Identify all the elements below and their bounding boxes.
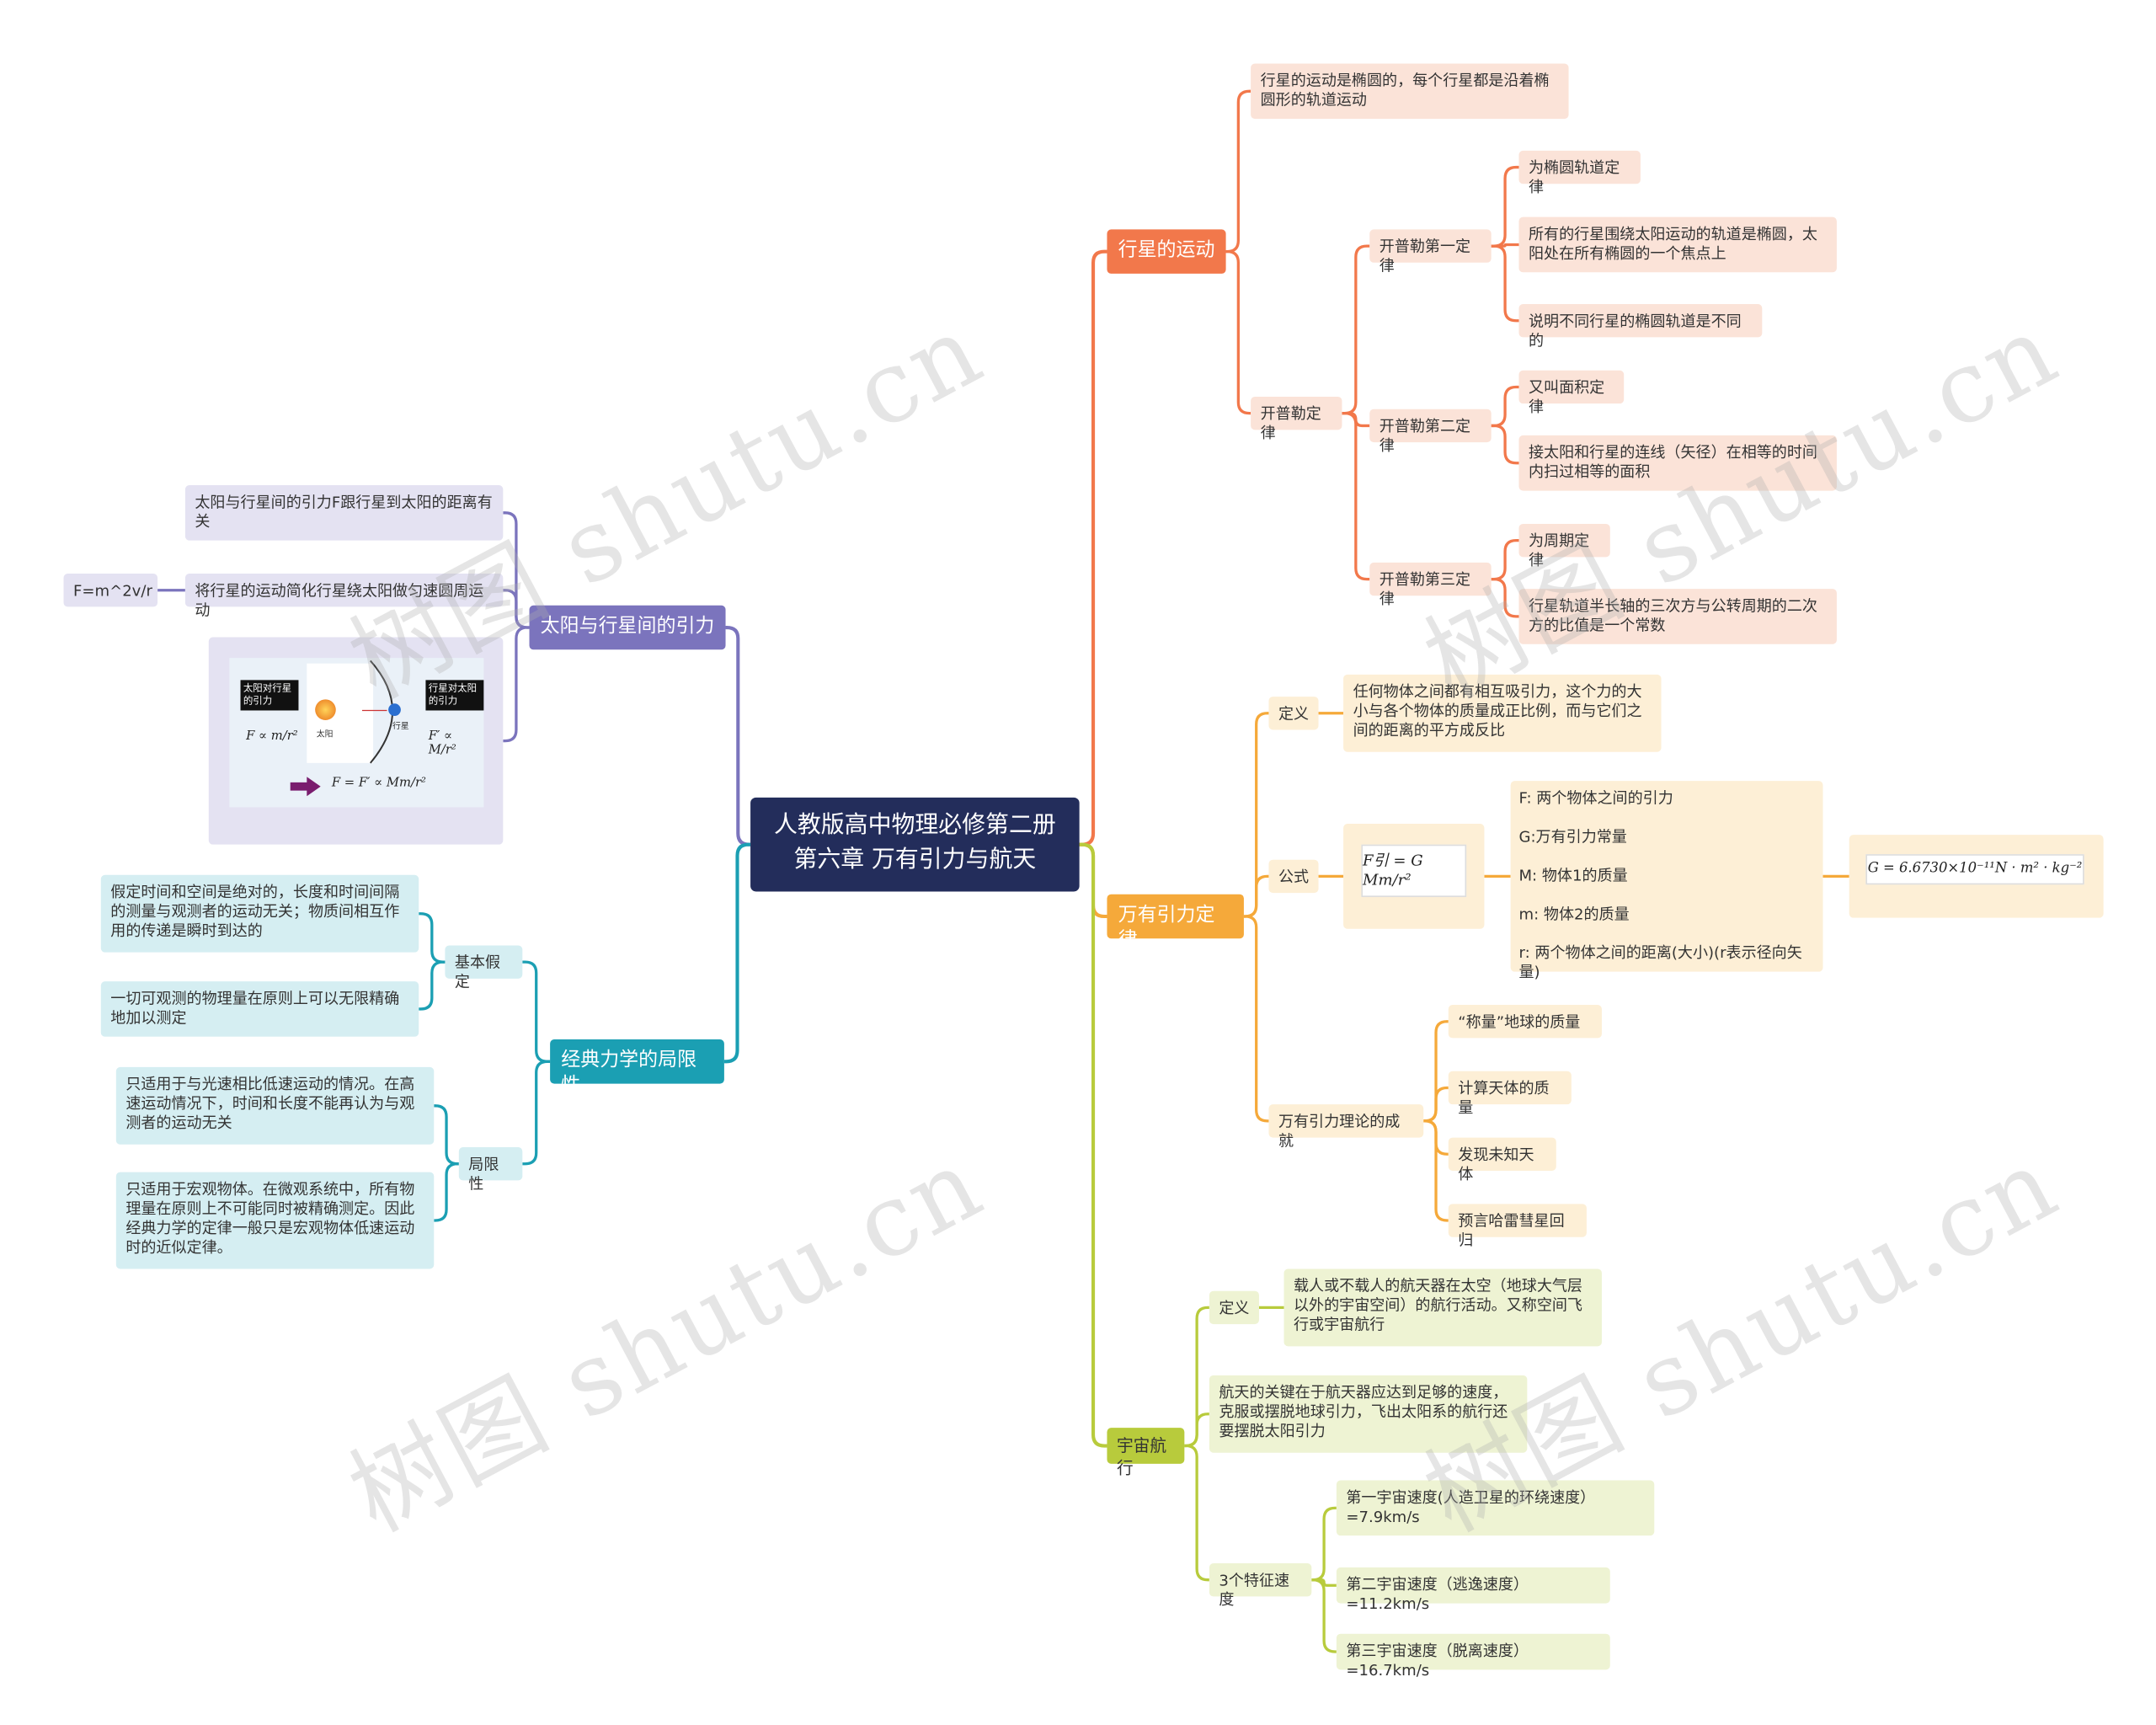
connector (1184, 1414, 1209, 1446)
branch-classical-limits[interactable]: 经典力学的局限性 (550, 1039, 724, 1084)
branch-space-flight[interactable]: 宇宙航行 (1107, 1428, 1184, 1464)
fig-eq-right: F′ ∝ M/r² (429, 729, 484, 757)
connector (1244, 876, 1269, 916)
limitations[interactable]: 局限性 (459, 1147, 522, 1180)
ach-unknown-bodies[interactable]: 发现未知天体 (1449, 1138, 1556, 1171)
kepler-first-law[interactable]: 开普勒第一定律 (1369, 229, 1491, 262)
planet-elliptical-note[interactable]: 行星的运动是椭圆的，每个行星都是沿着椭圆形的轨道运动 (1251, 63, 1568, 119)
connector (522, 962, 550, 1061)
centripetal-formula[interactable]: F=m^2v/r (63, 574, 157, 606)
space-definition-text[interactable]: 载人或不载人的航天器在太空（地球大气层以外的宇宙空间）的航行活动。又称空间飞行或… (1284, 1268, 1602, 1346)
connector (1184, 1446, 1209, 1580)
k1-different-orbits[interactable]: 说明不同行星的椭圆轨道是不同的 (1518, 304, 1762, 337)
connector (1226, 252, 1251, 414)
g-value-image: G = 6.6730×10⁻¹¹N · m² · kg⁻² (1865, 854, 2084, 884)
var-r: r: 两个物体之间的距离(大小)(r表示径向矢量) (1518, 944, 1814, 972)
characteristic-speeds[interactable]: 3个特征速度 (1209, 1563, 1311, 1596)
connector (1492, 425, 1519, 462)
connector (522, 1061, 550, 1163)
k1-orbit-law[interactable]: 为椭圆轨道定律 (1518, 151, 1640, 184)
formula-variables[interactable]: F: 两个物体之间的引力 G:万有引力常量 M: 物体1的质量 m: 物体2的质… (1511, 781, 1823, 971)
assumption-precise-measure[interactable]: 一切可观测的物理量在原则上可以无限精确地加以测定 (101, 981, 419, 1037)
fig-sun-label: 太阳 (317, 727, 334, 740)
limit-low-speed[interactable]: 只适用于与光速相比低速运动的情况。在高速运动情况下，时间和长度不能再认为与观测者… (116, 1067, 434, 1145)
gravity-definition[interactable]: 定义 (1268, 697, 1318, 729)
k1-ellipse-focus[interactable]: 所有的行星围绕太阳运动的轨道是椭圆，太阳处在所有椭圆的一个焦点上 (1518, 217, 1836, 273)
kepler-second-law[interactable]: 开普勒第二定律 (1369, 409, 1491, 442)
k2-area-law[interactable]: 又叫面积定律 (1518, 371, 1624, 403)
connector (1342, 414, 1369, 579)
var-F: F: 两个物体之间的引力 (1518, 789, 1814, 828)
ach-halley-comet[interactable]: 预言哈雷彗星回归 (1449, 1204, 1587, 1236)
branch-gravitation-law[interactable]: 万有引力定律 (1107, 895, 1243, 939)
gravity-achievements[interactable]: 万有引力理论的成就 (1268, 1104, 1423, 1137)
third-cosmic-velocity[interactable]: 第三宇宙速度（脱离速度）=16.7km/s (1337, 1634, 1610, 1670)
connector (1342, 246, 1369, 414)
connector (434, 1164, 459, 1220)
connector (724, 845, 750, 1062)
connector (419, 914, 445, 962)
connector (1244, 916, 1269, 1121)
connector (1492, 168, 1519, 247)
connector (1080, 845, 1107, 1446)
var-G: G:万有引力常量 (1518, 828, 1814, 867)
fig-eq-left: F ∝ m/r² (246, 729, 298, 743)
sun-icon (315, 699, 336, 720)
connector (1226, 91, 1251, 251)
connector (1492, 246, 1519, 321)
g-value-card[interactable]: G = 6.6730×10⁻¹¹N · m² · kg⁻² (1849, 835, 2104, 917)
connector (1080, 252, 1107, 845)
connector (1311, 1508, 1337, 1579)
formula-image-card[interactable]: F引 = G Mm/r² (1343, 824, 1484, 929)
ach-celestial-mass[interactable]: 计算天体的质量 (1449, 1071, 1572, 1104)
space-definition[interactable]: 定义 (1209, 1291, 1259, 1324)
ach-weigh-earth[interactable]: “称量”地球的质量 (1449, 1005, 1602, 1038)
branch-planet-motion[interactable]: 行星的运动 (1107, 229, 1225, 274)
connector (1423, 1087, 1449, 1120)
gravitation-formula-image: F引 = G Mm/r² (1361, 845, 1466, 897)
connector (1492, 387, 1519, 425)
gravity-formula[interactable]: 公式 (1268, 860, 1318, 893)
connector (1311, 1580, 1337, 1652)
assumption-absolute-spacetime[interactable]: 假定时间和空间是绝对的，长度和时间间隔的测量与观测者的运动无关；物质间相互作用的… (101, 875, 419, 953)
var-M: M: 物体1的质量 (1518, 867, 1814, 905)
var-m: m: 物体2的质量 (1518, 905, 1814, 944)
connector (434, 1106, 459, 1164)
arrow-right-icon (291, 777, 321, 796)
fig-left-label: 太阳对行星的引力 (241, 680, 299, 710)
basic-assumptions[interactable]: 基本假定 (445, 945, 522, 978)
connector (1423, 1121, 1449, 1220)
limit-macroscopic[interactable]: 只适用于宏观物体。在微观系统中，所有物理量在原则上不可能同时被精确测定。因此经典… (116, 1172, 434, 1269)
connector (726, 628, 751, 845)
second-cosmic-velocity[interactable]: 第二宇宙速度（逃逸速度）=11.2km/s (1337, 1567, 1610, 1604)
kepler-laws[interactable]: 开普勒定律 (1251, 397, 1342, 430)
connector (419, 962, 445, 1009)
fig-eq-bottom: F = F′ ∝ Mm/r² (332, 777, 426, 790)
root-topic[interactable]: 人教版高中物理必修第二册 第六章 万有引力与航天 (750, 798, 1080, 892)
